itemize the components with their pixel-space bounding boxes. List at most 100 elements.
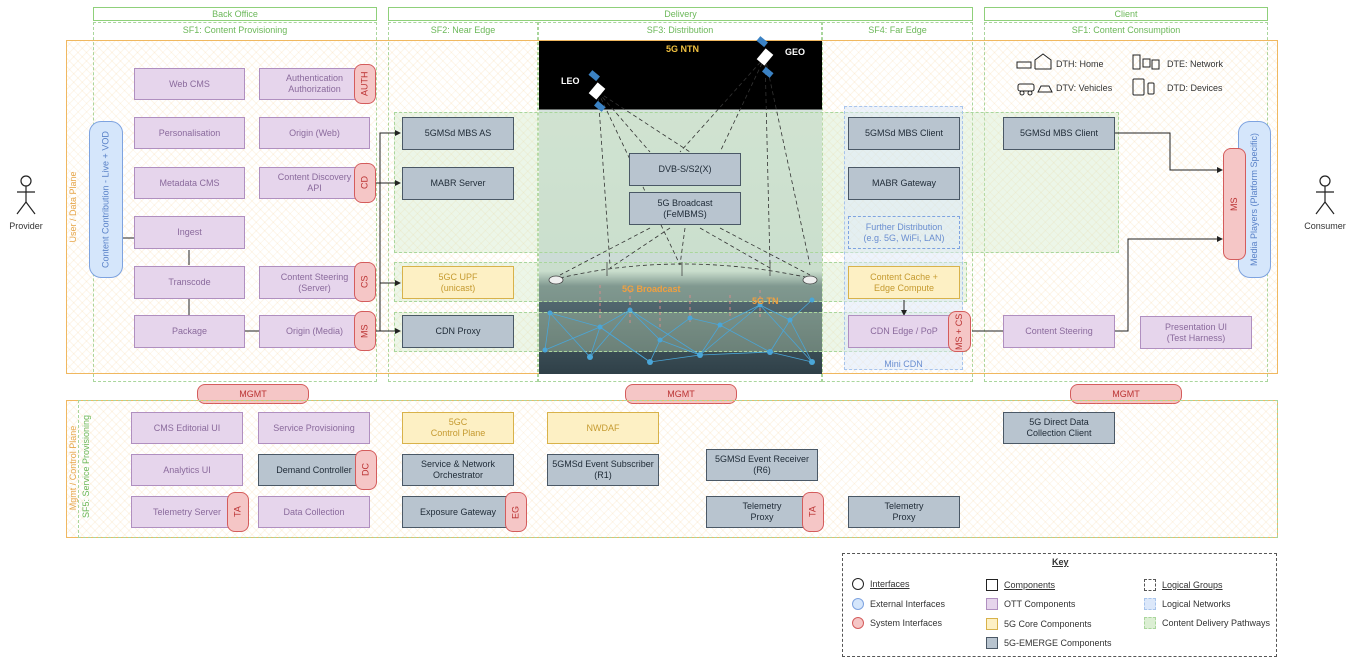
devices-icon [1132, 78, 1155, 96]
event-receiver[interactable]: 5GMSd Event Receiver (R6) [706, 449, 818, 481]
dtd-label: DTD: Devices [1167, 83, 1223, 93]
5gc-upf[interactable]: 5GC UPF (unicast) [402, 266, 514, 299]
cdn-proxy[interactable]: CDN Proxy [402, 315, 514, 348]
group-sf2 [388, 22, 538, 382]
analytics-ui[interactable]: Analytics UI [131, 454, 243, 486]
data-collection[interactable]: Data Collection [258, 496, 370, 528]
key-components: Components [986, 579, 1055, 591]
sf3-label: SF3: Distribution [646, 25, 714, 35]
package[interactable]: Package [134, 315, 245, 348]
pathway-broadcast [394, 112, 1119, 253]
key-panel [842, 553, 1277, 657]
key-logical-groups: Logical Groups [1144, 579, 1223, 591]
ms-cs-interface[interactable]: MS + CS [948, 311, 971, 352]
provider-icon [16, 175, 36, 215]
content-cache-edge-compute[interactable]: Content Cache + Edge Compute [848, 266, 960, 299]
ms-interface[interactable]: MS [354, 311, 376, 351]
ms-interface-client[interactable]: MS [1223, 148, 1246, 260]
ntn-label: 5G NTN [666, 44, 700, 54]
direct-data-collection-client[interactable]: 5G Direct Data Collection Client [1003, 412, 1115, 444]
sf1-provisioning-label: SF1: Content Provisioning [182, 25, 288, 35]
key-delivery-pathways: Content Delivery Pathways [1144, 617, 1270, 629]
key-emerge-components: 5G-EMERGE Components [986, 637, 1112, 649]
telemetry-proxy-1[interactable]: Telemetry Proxy [706, 496, 818, 528]
content-steering-server[interactable]: Content Steering (Server) [259, 266, 370, 299]
key-interfaces: Interfaces [852, 578, 910, 590]
auth-interface[interactable]: AUTH [354, 64, 376, 104]
dtv-label: DTV: Vehicles [1056, 83, 1113, 93]
content-discovery-api[interactable]: Content Discovery API [259, 167, 370, 199]
vehicle-icon [1017, 83, 1053, 96]
service-network-orchestrator[interactable]: Service & Network Orchestrator [402, 454, 514, 486]
cms-editorial-ui[interactable]: CMS Editorial UI [131, 412, 243, 444]
web-cms[interactable]: Web CMS [134, 68, 245, 100]
mabr-server[interactable]: MABR Server [402, 167, 514, 200]
origin-web[interactable]: Origin (Web) [259, 117, 370, 149]
mgmt-interface-delivery[interactable]: MGMT [625, 384, 737, 404]
header-client: Client [984, 7, 1268, 21]
content-steering-client[interactable]: Content Steering [1003, 315, 1115, 348]
mabr-gateway[interactable]: MABR Gateway [848, 167, 960, 200]
satellite-geo-icon [756, 36, 774, 78]
network-icon [1132, 54, 1160, 70]
dth-label: DTH: Home [1056, 59, 1104, 69]
authentication-authorization[interactable]: Authentication Authorization [259, 68, 370, 100]
cdn-edge-pop[interactable]: CDN Edge / PoP [848, 315, 960, 348]
provider-label: Provider [9, 221, 43, 231]
mgmt-plane-label: Mgmt / Control Plane [68, 425, 78, 511]
service-provisioning[interactable]: Service Provisioning [258, 412, 370, 444]
mbs-client-edge[interactable]: 5GMSd MBS Client [848, 117, 960, 150]
demand-controller[interactable]: Demand Controller [258, 454, 370, 486]
telemetry-proxy-2[interactable]: Telemetry Proxy [848, 496, 960, 528]
leo-label: LEO [561, 76, 580, 86]
mini-cdn-label: Mini CDN [884, 359, 923, 369]
key-logical-networks: Logical Networks [1144, 598, 1231, 610]
dvb-s2x[interactable]: DVB-S/S2(X) [629, 153, 741, 186]
group-sf5 [78, 400, 1278, 538]
key-title: Key [1052, 557, 1069, 567]
mgmt-interface-back-office[interactable]: MGMT [197, 384, 309, 404]
eg-interface[interactable]: EG [505, 492, 527, 532]
event-subscriber[interactable]: 5GMSd Event Subscriber (R1) [547, 454, 659, 486]
sf5-label: SF5: Service Provisioning [81, 414, 91, 518]
mbs-as[interactable]: 5GMSd MBS AS [402, 117, 514, 150]
5gc-control-plane[interactable]: 5GC Control Plane [402, 412, 514, 444]
mgmt-interface-client[interactable]: MGMT [1070, 384, 1182, 404]
dc-interface[interactable]: DC [355, 450, 377, 490]
metadata-cms[interactable]: Metadata CMS [134, 167, 245, 199]
5g-broadcast-fembms[interactable]: 5G Broadcast (FeMBMS) [629, 192, 741, 225]
header-delivery: Delivery [388, 7, 973, 21]
broadcast-network-label: 5G Broadcast [622, 284, 681, 294]
transcode[interactable]: Transcode [134, 266, 245, 299]
sf4-label: SF4: Far Edge [868, 25, 927, 35]
home-icon [1016, 53, 1052, 70]
key-system-interfaces: System Interfaces [852, 617, 942, 629]
cd-interface[interactable]: CD [354, 163, 376, 203]
dte-label: DTE: Network [1167, 59, 1224, 69]
mbs-client[interactable]: 5GMSd MBS Client [1003, 117, 1115, 150]
exposure-gateway[interactable]: Exposure Gateway [402, 496, 514, 528]
sf1-consumption-label: SF1: Content Consumption [1071, 25, 1181, 35]
consumer-icon [1315, 175, 1335, 215]
geo-label: GEO [785, 47, 806, 57]
ingest[interactable]: Ingest [134, 216, 245, 249]
presentation-ui[interactable]: Presentation UI (Test Harness) [1140, 316, 1252, 349]
group-sf4 [822, 22, 973, 382]
further-distribution[interactable]: Further Distribution (e.g. 5G, WiFi, LAN… [848, 216, 960, 249]
consumer-label: Consumer [1304, 221, 1346, 231]
satellite-leo-icon [588, 70, 606, 112]
ta-interface-server[interactable]: TA [227, 492, 249, 532]
tn-network-label: 5G TN [752, 296, 779, 306]
cs-interface[interactable]: CS [354, 262, 376, 302]
ta-interface-proxy[interactable]: TA [802, 492, 824, 532]
key-core-components: 5G Core Components [986, 618, 1092, 630]
key-external-interfaces: External Interfaces [852, 598, 945, 610]
sf2-label: SF2: Near Edge [430, 25, 496, 35]
header-back-office: Back Office [93, 7, 377, 21]
nwdaf[interactable]: NWDAF [547, 412, 659, 444]
content-contribution-interface[interactable]: Content Contribution - Live + VOD [89, 121, 123, 278]
personalisation[interactable]: Personalisation [134, 117, 245, 149]
key-ott-components: OTT Components [986, 598, 1075, 610]
origin-media[interactable]: Origin (Media) [259, 315, 370, 348]
